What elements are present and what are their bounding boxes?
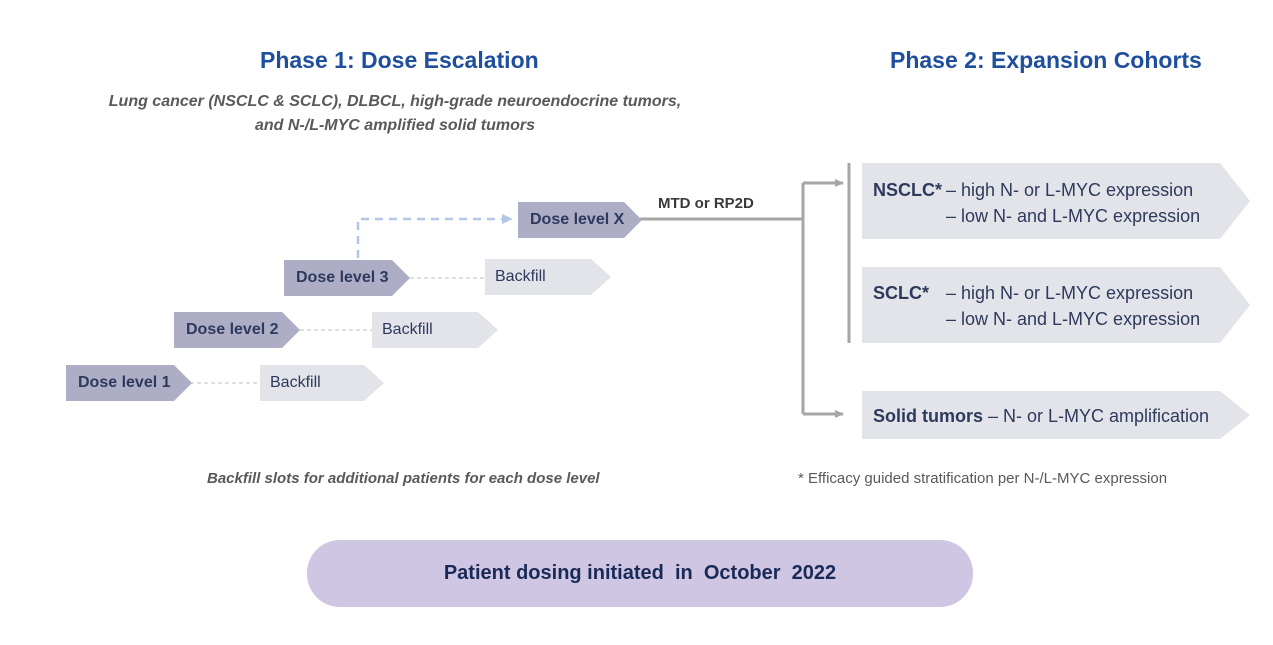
subtitle-line: Lung cancer (NSCLC & SCLC), DLBCL, high-…: [108, 93, 682, 110]
cohort-name: Solid tumors: [873, 406, 984, 426]
backfill-1: Backfill: [260, 365, 384, 401]
phase2-title: Phase 2: Expansion Cohorts: [890, 47, 1202, 73]
cohort-line: – low N- and L-MYC expression: [946, 206, 1201, 226]
backfill-3: Backfill: [485, 259, 611, 295]
mtd-label: MTD or RP2D: [658, 195, 754, 212]
dose-level-1: Dose level 1: [66, 365, 192, 401]
status-pill: Patient dosing initiated in October 2022: [307, 540, 973, 607]
status-text: Patient dosing initiated in October 2022: [443, 562, 837, 584]
dose-level-x: Dose level X: [518, 202, 642, 238]
backfill-2: Backfill: [372, 312, 498, 348]
escalation-arrow: [356, 214, 513, 258]
phase1-title: Phase 1: Dose Escalation: [260, 47, 539, 73]
cohort-sclc: SCLC* – high N- or L-MYC expression – lo…: [862, 267, 1250, 343]
subtitle-line: and N-/L-MYC amplified solid tumors: [254, 117, 535, 134]
dose-level-2: Dose level 2: [174, 312, 300, 348]
cohort-nsclc: NSCLC* – high N- or L-MYC expression – l…: [862, 163, 1250, 239]
cohort-solid-tumors: Solid tumors – N- or L-MYC amplification: [862, 391, 1250, 439]
efficacy-footnote: * Efficacy guided stratification per N-/…: [798, 470, 1168, 487]
backfill-note: Backfill slots for additional patients f…: [207, 470, 600, 487]
cohort-line: – N- or L-MYC amplification: [988, 406, 1210, 426]
cohort-name: SCLC*: [873, 283, 930, 303]
phase1-subtitle: Lung cancer (NSCLC & SCLC), DLBCL, high-…: [40, 90, 750, 138]
cohort-line: – low N- and L-MYC expression: [946, 309, 1201, 329]
cohort-name: NSCLC*: [873, 180, 943, 200]
dose-level-3: Dose level 3: [284, 260, 410, 296]
cohort-line: – high N- or L-MYC expression: [946, 283, 1194, 303]
cohort-line: – high N- or L-MYC expression: [946, 180, 1194, 200]
